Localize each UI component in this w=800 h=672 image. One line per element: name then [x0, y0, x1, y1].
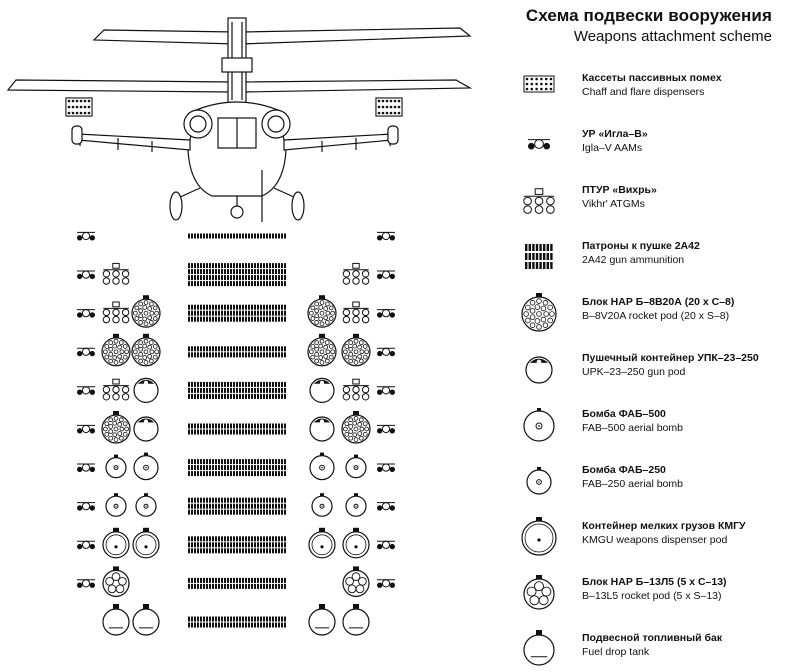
legend-label-english: Chaff and flare dispensers	[582, 86, 705, 98]
loadout-row	[77, 452, 395, 481]
right-wheel	[291, 191, 305, 221]
legend-label-english: B–8V20A rocket pod (20 x S–8)	[582, 310, 730, 322]
loadout-configurations	[77, 231, 395, 636]
fab250-bomb-icon	[526, 467, 552, 495]
loadout-row	[77, 377, 395, 403]
legend-label-english: FAB–500 aerial bomb	[582, 422, 683, 434]
legend-label-russian: Контейнер мелких грузов КМГУ	[582, 520, 746, 532]
legend-label-english: Igla–V AAMs	[582, 142, 643, 154]
legend-text: УР «Игла–В» Igla–V AAMs	[582, 127, 648, 155]
legend-item: Блок НАР Б–8В20А (20 х С–8) B–8V20A rocke…	[512, 290, 792, 336]
left-wheel	[169, 191, 183, 221]
legend-label-russian: Блок НАР Б–13Л5 (5 х С–13)	[582, 576, 727, 588]
helicopter-front-view	[6, 17, 473, 222]
chaff-flare-dispenser-icon	[523, 75, 555, 93]
kmgu-dispenser-icon	[521, 517, 557, 556]
loadout-row	[77, 295, 395, 328]
legend-item: ПТУР «Вихрь» Vikhr' ATGMs	[512, 178, 792, 224]
legend-label-russian: Блок НАР Б–8В20А (20 х С–8)	[582, 296, 735, 308]
b13l5-rocket-pod-icon	[523, 575, 555, 610]
title-block: Схема подвески вооружения Weapons attach…	[526, 6, 772, 45]
loadout-row	[77, 566, 395, 598]
legend-label-russian: ПТУР «Вихрь»	[582, 184, 657, 196]
legend-item: Контейнер мелких грузов КМГУ KMGU weapons…	[512, 514, 792, 560]
legend-item: Блок НАР Б–13Л5 (5 х С–13) B–13L5 rocket …	[512, 570, 792, 616]
vikhr-missile-icon	[523, 188, 555, 214]
wingtip-pod-left	[71, 125, 83, 145]
loadout-row	[77, 411, 395, 444]
legend-label-english: Fuel drop tank	[582, 646, 650, 658]
loadout-row	[77, 493, 395, 517]
right-engine-intake	[261, 109, 291, 139]
legend-label-russian: Патроны к пушке 2А42	[582, 240, 700, 252]
legend-label-english: KMGU weapons dispenser pod	[582, 534, 728, 546]
legend-label-english: B–13L5 rocket pod (5 x S–13)	[582, 590, 722, 602]
legend-item: УР «Игла–В» Igla–V AAMs	[512, 122, 792, 168]
loadout-row	[77, 527, 395, 559]
legend-text: Блок НАР Б–13Л5 (5 х С–13) B–13L5 rocket …	[582, 575, 727, 603]
b8v20a-rocket-pod-icon	[521, 293, 557, 332]
loadout-row	[77, 231, 395, 241]
wingtip-pod-right	[387, 125, 399, 145]
title-russian: Схема подвески вооружения	[525, 6, 772, 25]
gun-ammunition-icon	[525, 244, 553, 269]
legend-label-russian: Подвесной топливный бак	[582, 632, 723, 644]
legend-label-english: 2A42 gun ammunition	[582, 254, 685, 266]
legend-label-russian: Бомба ФАБ–250	[582, 464, 666, 476]
legend-text: ПТУР «Вихрь» Vikhr' ATGMs	[582, 183, 657, 211]
igla-missile-icon	[528, 139, 550, 150]
legend-text: Блок НАР Б–8В20А (20 х С–8) B–8V20A rocke…	[582, 295, 734, 323]
fab500-bomb-icon	[523, 408, 555, 442]
legend-label-russian: Пушечный контейнер УПК–23–250	[582, 352, 759, 364]
loadout-row	[102, 604, 370, 636]
legend-text: Патроны к пушке 2А42 2A42 gun ammunition	[582, 239, 700, 267]
loadout-row	[77, 262, 395, 287]
legend-text: Контейнер мелких грузов КМГУ KMGU weapons…	[582, 519, 746, 547]
nose-wheel	[230, 205, 244, 219]
legend-item: Патроны к пушке 2А42 2A42 gun ammunition	[512, 234, 792, 280]
upk-gun-pod-icon	[525, 356, 553, 384]
legend-label-russian: Бомба ФАБ–500	[582, 408, 666, 420]
fuel-tank-icon	[523, 630, 555, 666]
loadout-row	[77, 333, 395, 367]
legend-label-english: UPK–23–250 gun pod	[582, 366, 686, 378]
title-english: Weapons attachment scheme	[573, 28, 772, 45]
left-engine-intake	[183, 109, 213, 139]
legend-label-russian: Кассеты пассивных помех	[582, 72, 722, 84]
legend-label-russian: УР «Игла–В»	[582, 128, 648, 140]
legend-label-english: Vikhr' ATGMs	[582, 198, 645, 210]
legend-label-english: FAB–250 aerial bomb	[582, 478, 683, 490]
